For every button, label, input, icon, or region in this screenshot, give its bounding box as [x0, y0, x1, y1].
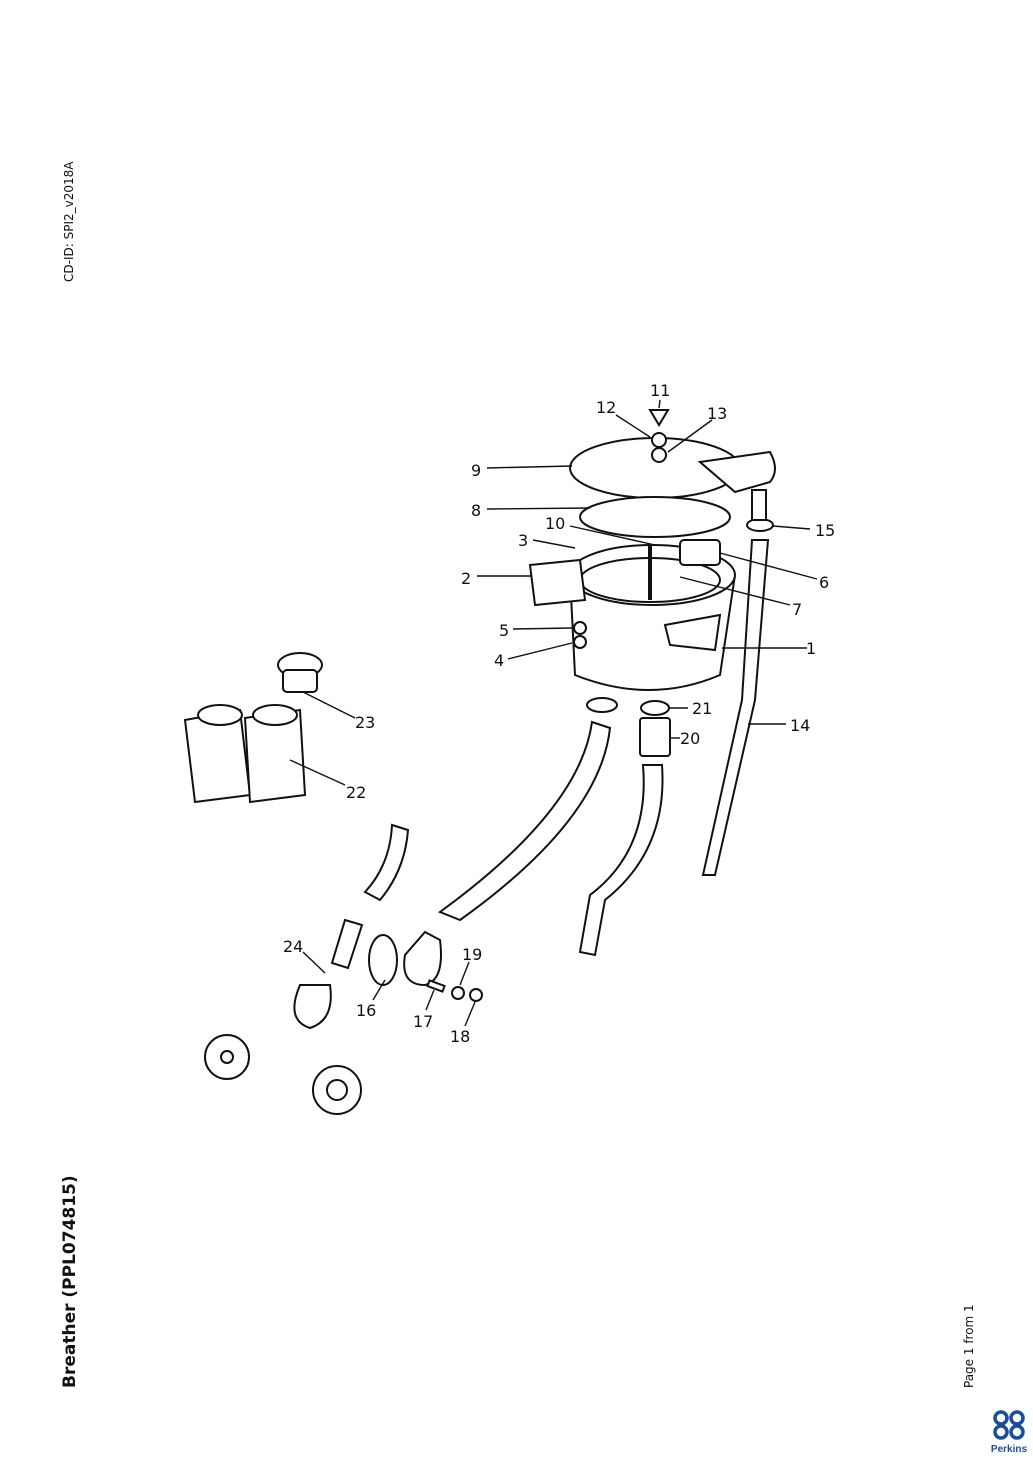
- callout-12: 12: [596, 398, 616, 417]
- callout-21: 21: [692, 699, 712, 718]
- callout-5: 5: [499, 621, 509, 640]
- brand-name: Perkins: [990, 1444, 1028, 1455]
- callout-18: 18: [450, 1027, 470, 1046]
- callout-2: 2: [461, 569, 471, 588]
- callout-3: 3: [518, 531, 528, 550]
- perkins-logo-icon: [993, 1410, 1025, 1440]
- callout-14: 14: [790, 716, 810, 735]
- callout-19: 19: [462, 945, 482, 964]
- leader-lines: [289, 399, 818, 1027]
- callout-22: 22: [346, 783, 366, 802]
- callout-labels: 1 2 3 4 5 6 7 8 9 10 11 12 13 14 15 16 1…: [283, 381, 835, 1046]
- callout-16: 16: [356, 1001, 376, 1020]
- callout-7: 7: [792, 600, 802, 619]
- callout-11: 11: [650, 381, 670, 400]
- callout-15: 15: [815, 521, 835, 540]
- callout-8: 8: [471, 501, 481, 520]
- callout-20: 20: [680, 729, 700, 748]
- callout-9: 9: [471, 461, 481, 480]
- callout-24: 24: [283, 937, 303, 956]
- callout-10: 10: [545, 514, 565, 533]
- callout-6: 6: [819, 573, 829, 592]
- callout-23: 23: [355, 713, 375, 732]
- callout-13: 13: [707, 404, 727, 423]
- callout-1: 1: [806, 639, 816, 658]
- perkins-logo: Perkins: [988, 1410, 1030, 1455]
- parts-drawing: [183, 409, 776, 1115]
- callout-4: 4: [494, 651, 504, 670]
- callout-17: 17: [413, 1012, 433, 1031]
